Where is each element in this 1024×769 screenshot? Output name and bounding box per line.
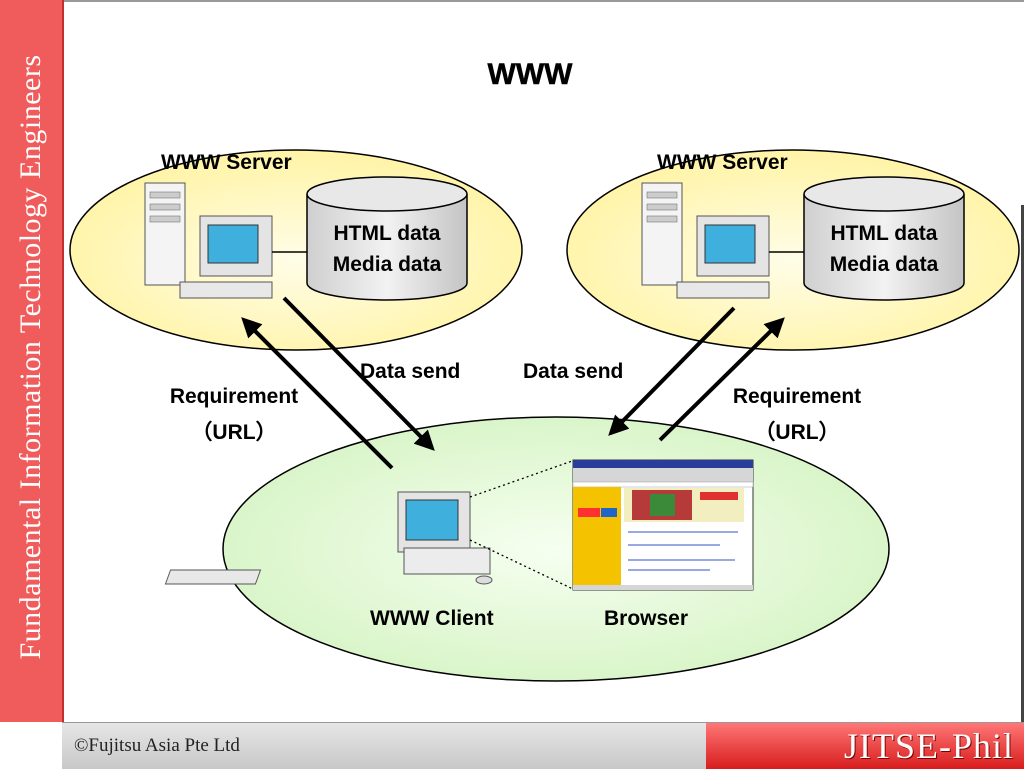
www-diagram xyxy=(69,149,1020,682)
left-request-label: Requirement xyxy=(169,385,299,408)
left-data-send-label: Data send xyxy=(360,360,461,383)
copyright-text: ©Fujitsu Asia Pte Ltd xyxy=(74,735,240,756)
right-request-url-label: （URL） xyxy=(754,421,840,444)
right-border xyxy=(1021,205,1024,722)
left-request-url-label: （URL） xyxy=(191,421,277,444)
left-db-line2: Media data xyxy=(332,253,442,276)
right-database-icon xyxy=(803,176,965,301)
right-request-arrow xyxy=(658,317,785,442)
top-border xyxy=(62,0,1024,2)
right-request-label: Requirement xyxy=(732,385,862,408)
brand-logo: JITSE-Phil xyxy=(706,723,1024,769)
left-database-icon xyxy=(306,176,468,301)
browser-window-thumbnail xyxy=(572,459,754,591)
right-server-label: WWW Server xyxy=(657,151,788,174)
left-data-send-arrow xyxy=(282,296,435,451)
footer: ©Fujitsu Asia Pte Ltd JITSE-Phil xyxy=(62,722,1024,769)
right-data-send-arrow xyxy=(608,306,736,436)
browser-label: Browser xyxy=(604,607,689,630)
left-server-computer-icon xyxy=(144,182,273,299)
page-title: WWW xyxy=(487,58,573,92)
right-db-line1: HTML data xyxy=(830,222,938,245)
right-server-computer-icon xyxy=(641,182,770,299)
sidebar-banner: Fundamental Information Technology Engin… xyxy=(0,0,64,722)
right-db-line2: Media data xyxy=(829,253,939,276)
client-computer-icon xyxy=(164,491,493,585)
left-db-line1: HTML data xyxy=(333,222,441,245)
right-data-send-label: Data send xyxy=(523,360,624,383)
left-request-arrow xyxy=(241,317,394,470)
client-ellipse xyxy=(222,416,890,682)
client-label: WWW Client xyxy=(370,607,494,630)
brand-text: JITSE-Phil xyxy=(843,726,1014,766)
left-server-label: WWW Server xyxy=(161,151,292,174)
